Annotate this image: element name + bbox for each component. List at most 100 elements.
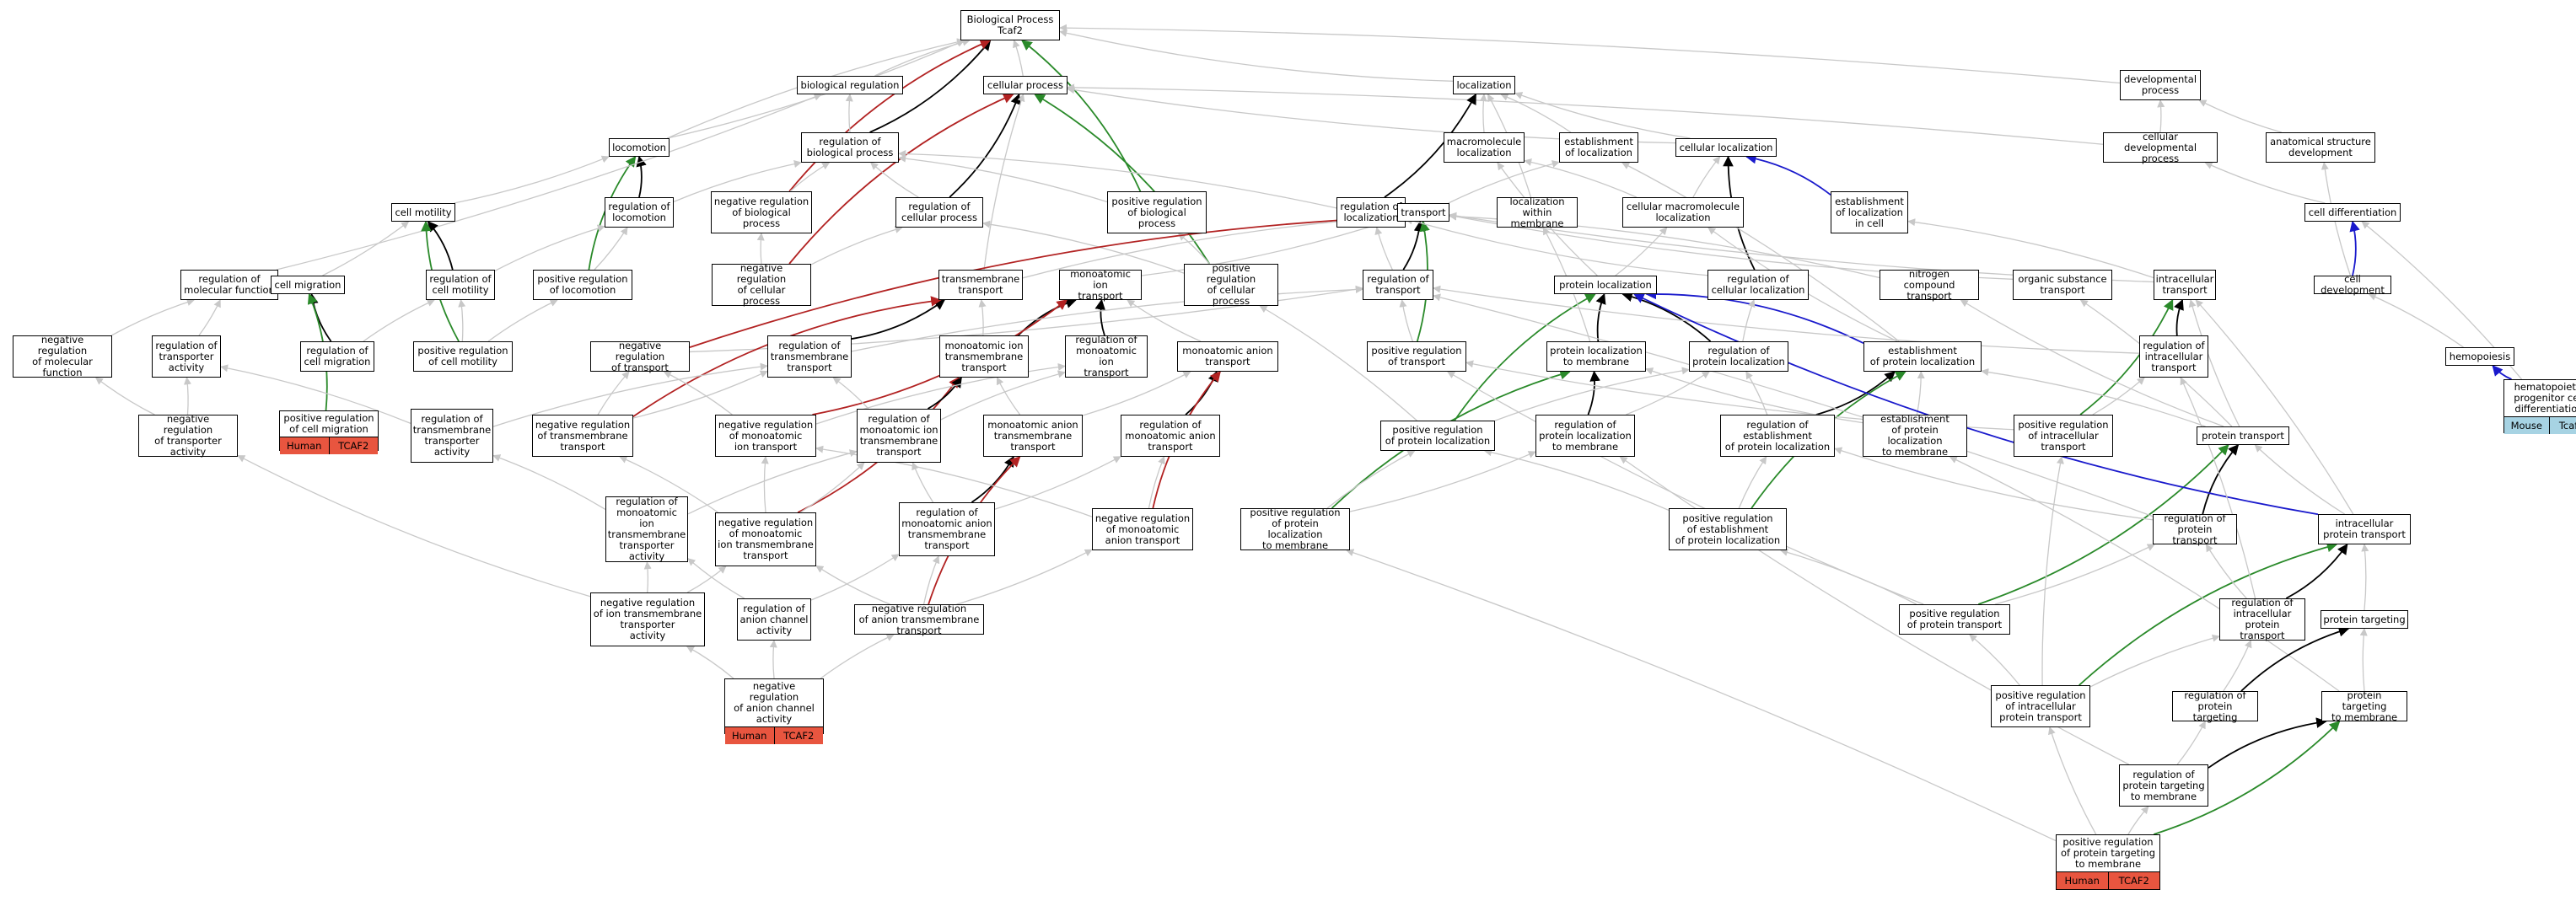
go-term-anat[interactable]: anatomical structure development	[2266, 132, 2375, 163]
go-term-negregtransport[interactable]: negative regulation of transport	[590, 340, 690, 373]
go-term-negregtmtransport[interactable]: negative regulation of transmembrane tra…	[532, 415, 633, 457]
go-term-protlocmem[interactable]: protein localization to membrane	[1546, 341, 1646, 372]
go-term-regestprotloc[interactable]: regulation of establishment of protein l…	[1720, 415, 1835, 457]
go-term-regmaitransport[interactable]: regulation of monoatomic ion transport	[1065, 335, 1148, 378]
go-term-posregprotloc[interactable]: positive regulation of protein localizat…	[1380, 421, 1495, 451]
go-term-label: protein localization	[1559, 278, 1652, 291]
go-term-regcellmig[interactable]: regulation of cell migration	[300, 341, 374, 372]
go-term-locomotion[interactable]: locomotion	[609, 138, 670, 157]
go-term-transport[interactable]: transport	[1397, 203, 1449, 222]
go-term-regtmtransport[interactable]: regulation of transmembrane transport	[767, 335, 852, 378]
go-term-estprotlocmem[interactable]: establishment of protein localization to…	[1863, 414, 1967, 458]
go-term-regloc[interactable]: regulation of localization	[1336, 197, 1406, 228]
edge-estlocincell-to-cellloc	[1745, 153, 1831, 196]
go-term-negregiontm[interactable]: negative regulation of ion transmembrane…	[590, 592, 705, 646]
go-term-negregmaitmtransport[interactable]: negative regulation of monoatomic ion tr…	[715, 512, 816, 566]
go-term-bp[interactable]: Biological Process Tcaf2	[960, 10, 1060, 40]
go-term-regintracell[interactable]: regulation of intracellular transport	[2139, 335, 2208, 378]
go-term-regcellloc[interactable]: regulation of cellular localization	[1707, 270, 1809, 300]
go-term-posregcell[interactable]: positive regulation of cellular process	[1184, 263, 1278, 307]
go-term-celldev[interactable]: cell development	[2314, 274, 2391, 296]
edge-regintraprot-to-regprottransport	[2205, 544, 2247, 599]
go-term-posregestprotloc[interactable]: positive regulation of establishment of …	[1669, 508, 1787, 550]
go-term-celldiff[interactable]: cell differentiation	[2304, 203, 2401, 222]
go-term-estloc[interactable]: establishment of localization	[1559, 132, 1638, 163]
go-term-cellproc[interactable]: cellular process	[983, 76, 1068, 94]
go-term-reganionchan[interactable]: regulation of anion channel activity	[737, 598, 811, 641]
go-term-cellloc[interactable]: cellular localization	[1675, 138, 1777, 157]
go-term-hemo[interactable]: hemopoiesis	[2445, 347, 2514, 366]
go-term-posregintraprot[interactable]: positive regulation of intracellular pro…	[1991, 685, 2090, 727]
go-term-posregintracell[interactable]: positive regulation of intracellular tra…	[2014, 415, 2113, 457]
go-term-label: positive regulation of biological proces…	[1111, 195, 1202, 229]
go-term-devproc[interactable]: developmental process	[2120, 70, 2201, 100]
go-term-posreglocom[interactable]: positive regulation of locomotion	[533, 270, 632, 300]
go-term-posregtransport[interactable]: positive regulation of transport	[1367, 341, 1466, 372]
go-term-bioreg[interactable]: biological regulation	[797, 76, 903, 94]
go-term-estprotloc[interactable]: establishment of protein localization	[1863, 341, 1982, 372]
go-term-maatmtransport[interactable]: monoatomic anion transmembrane transport	[983, 415, 1083, 457]
go-term-maatransport[interactable]: monoatomic anion transport	[1177, 341, 1278, 372]
go-term-regprottargetmem[interactable]: regulation of protein targeting to membr…	[2119, 764, 2208, 807]
go-term-regcellproc[interactable]: regulation of cellular process	[895, 197, 983, 228]
go-term-estlocincell[interactable]: establishment of localization in cell	[1831, 191, 1908, 233]
go-term-label: cellular developmental process	[2123, 130, 2197, 164]
go-term-negregmolfun[interactable]: negative regulation of molecular functio…	[13, 335, 112, 378]
go-term-regtransact[interactable]: regulation of transporter activity	[152, 335, 221, 378]
go-term-intraprottransport[interactable]: intracellular protein transport	[2318, 514, 2411, 544]
go-term-cellmot[interactable]: cell motility	[391, 203, 455, 222]
go-term-negregtransact[interactable]: negative regulation of transporter activ…	[138, 414, 238, 458]
go-term-posregprotlocmem[interactable]: positive regulation of protein localizat…	[1240, 507, 1350, 551]
go-term-celldevproc[interactable]: cellular developmental process	[2103, 130, 2218, 164]
go-term-regtransport[interactable]: regulation of transport	[1363, 270, 1433, 300]
go-term-locmem[interactable]: localization within membrane	[1497, 196, 1578, 228]
edge-locomotion-to-bp	[667, 40, 965, 139]
go-term-prottransport[interactable]: protein transport	[2197, 426, 2289, 445]
go-term-regbio[interactable]: regulation of biological process	[801, 132, 899, 163]
go-term-negregmaatransport[interactable]: negative regulation of monoatomic anion …	[1092, 508, 1193, 550]
go-term-negregmaitransport[interactable]: negative regulation of monoatomic ion tr…	[715, 415, 816, 457]
go-term-posregprottargetmem[interactable]: positive regulation of protein targeting…	[2056, 834, 2160, 890]
go-term-posregcellmot[interactable]: positive regulation of cell motility	[413, 341, 513, 372]
go-term-posregprottransport[interactable]: positive regulation of protein transport	[1899, 604, 2010, 635]
go-term-cellmig[interactable]: cell migration	[271, 276, 345, 294]
go-term-organic[interactable]: organic substance transport	[2013, 270, 2112, 300]
edge-regtmtransport-to-regtransport	[851, 285, 1363, 352]
go-term-negreganionchan[interactable]: negative regulation of anion channel act…	[724, 678, 824, 744]
go-term-posregbio[interactable]: positive regulation of biological proces…	[1107, 191, 1207, 233]
go-term-prottarget[interactable]: protein targeting	[2321, 610, 2408, 629]
go-term-maitransport[interactable]: monoatomic ion transport	[1059, 268, 1142, 301]
go-term-regprotlocmem[interactable]: regulation of protein localization to me…	[1535, 415, 1635, 457]
edge-reglocom-to-locomotion	[636, 155, 647, 198]
go-term-negregcell[interactable]: negative regulation of cellular process	[712, 263, 811, 307]
go-term-reglocom[interactable]: regulation of locomotion	[605, 197, 674, 228]
edge-anat-to-devproc	[2198, 99, 2282, 133]
go-term-intracell[interactable]: intracellular transport	[2154, 270, 2216, 300]
go-term-tmtransport[interactable]: transmembrane transport	[938, 270, 1023, 300]
go-term-hpcd[interactable]: hematopoietic progenitor cell differenti…	[2503, 379, 2576, 434]
go-term-negreganiontm[interactable]: negative regulation of anion transmembra…	[854, 603, 984, 635]
go-term-cellmacro[interactable]: cellular macromolecule localization	[1622, 197, 1744, 228]
go-term-regprottransport[interactable]: regulation of protein transport	[2153, 512, 2237, 545]
go-term-regintraprot[interactable]: regulation of intracellular protein tran…	[2219, 598, 2305, 641]
go-term-regmaatransport[interactable]: regulation of monoatomic anion transport	[1121, 415, 1220, 457]
go-term-regmolfun[interactable]: regulation of molecular function	[180, 270, 278, 300]
go-term-label: positive regulation of protein targeting…	[2060, 836, 2156, 870]
go-term-regprottarget[interactable]: regulation of protein targeting	[2172, 689, 2258, 722]
go-term-regtmtransact[interactable]: regulation of transmembrane transporter …	[411, 409, 493, 463]
go-term-loc[interactable]: localization	[1453, 76, 1515, 94]
go-term-regmaitmtransport[interactable]: regulation of monoatomic ion transmembra…	[857, 409, 941, 463]
go-term-label: regulation of cellular process	[901, 201, 977, 223]
go-term-protloc[interactable]: protein localization	[1554, 276, 1657, 294]
go-term-negregbio[interactable]: negative regulation of biological proces…	[711, 191, 812, 233]
go-term-regprotloc[interactable]: regulation of protein localization	[1689, 341, 1788, 372]
go-term-regmaatmtransport[interactable]: regulation of monoatomic anion transmemb…	[899, 502, 995, 556]
go-term-prottargetmem[interactable]: protein targeting to membrane	[2321, 689, 2407, 722]
go-term-regcellmot[interactable]: regulation of cell motility	[426, 270, 495, 300]
go-term-regmaitmtransact[interactable]: regulation of monoatomic ion transmembra…	[605, 496, 688, 562]
go-term-nitro[interactable]: nitrogen compound transport	[1880, 268, 1979, 301]
go-term-maitmtransport[interactable]: monoatomic ion transmembrane transport	[939, 335, 1029, 378]
edge-intracell-to-estlocincell	[1907, 218, 2154, 279]
go-term-macroloc[interactable]: macromolecule localization	[1444, 132, 1525, 163]
